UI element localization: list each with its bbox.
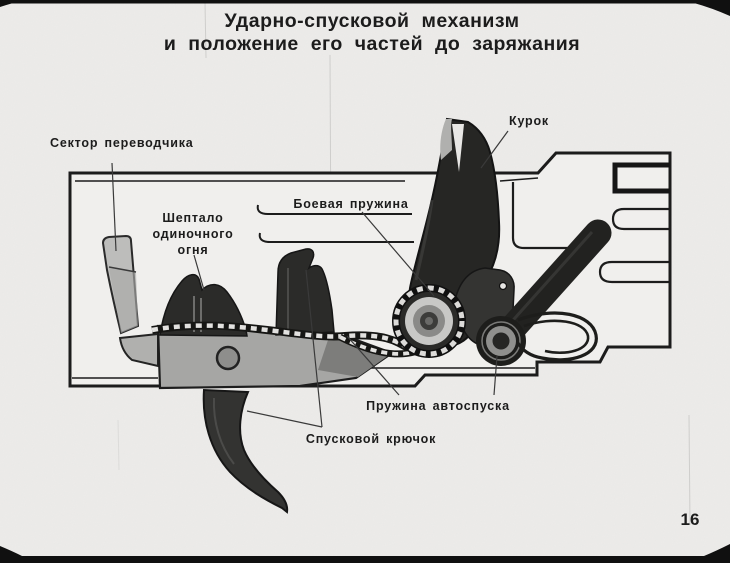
trigger-blade-part [202,388,289,514]
frame-corner-bottom-right [704,544,730,556]
label-single-fire-sear-line1: Шептало [162,211,223,225]
rear-slot-detail [612,162,670,194]
leader-autosear-spring-1 [346,335,400,396]
leader-lines [111,130,509,428]
label-single-fire-sear-line3: огня [178,243,209,257]
frame-corner-top-left [0,0,26,7]
mainspring-braid-strand [151,321,415,358]
leader-mainspring [361,211,435,297]
page-number: 16 [681,510,700,529]
label-mainspring: Боевая пружина [293,197,408,211]
frame-corner-top-right [694,0,730,16]
autosear-lever-part [476,219,612,366]
leader-hammer [480,130,509,169]
slide-title-line1: Ударно-спусковой механизм [224,10,519,32]
trigger-rear-hook-part [275,248,335,336]
hammer-notch [452,124,464,172]
leader-autosear-spring-2 [493,355,498,396]
label-autosear-spring: Пружина автоспуска [366,399,510,413]
mainspring-coil [392,284,466,358]
label-selector-sector: Сектор переводчика [50,136,194,150]
leader-trigger-2 [305,269,323,428]
label-hammer: Курок [509,114,549,128]
selector-sector-part [101,234,140,335]
autosear-spring-wire [516,311,598,362]
leader-single-fire-sear [193,254,205,291]
label-trigger: Спусковой крючок [306,432,436,446]
leader-trigger-1 [246,410,323,428]
autosear-axis-pin [492,332,510,350]
leader-selector-sector [111,162,117,252]
slide-title-line2: и положение его частей до заряжания [164,33,580,55]
trigger-axis-pin [215,345,241,371]
single-fire-sear-part [159,273,248,337]
frame-corner-bottom-left [0,546,22,556]
label-single-fire-sear-line2: одиночного [152,227,233,241]
